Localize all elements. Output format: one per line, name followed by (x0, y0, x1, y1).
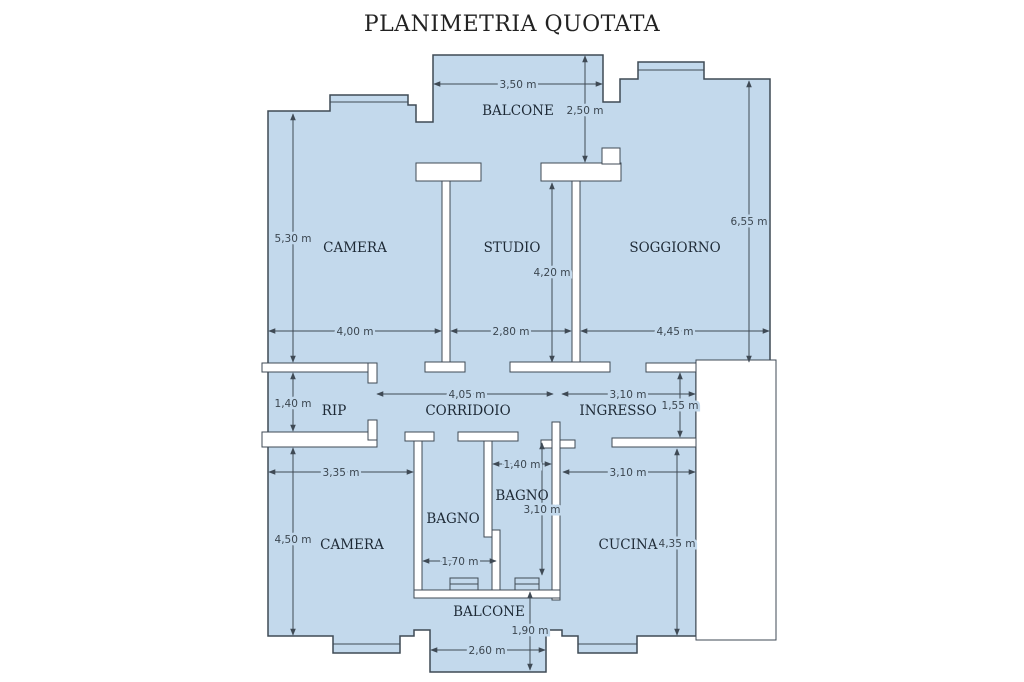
room-label-balcone-top: BALCONE (482, 103, 554, 119)
dim-label: 1,90 m (512, 625, 549, 637)
dim-label: 1,40 m (275, 398, 312, 410)
room-label-cucina: CUCINA (599, 537, 658, 553)
room-label-balcone-bottom: BALCONE (453, 604, 525, 620)
room-label-camera-bottom: CAMERA (320, 537, 384, 553)
dim-label: 3,10 m (524, 504, 561, 516)
dim-label: 4,50 m (275, 534, 312, 546)
walls (261, 147, 777, 641)
dim-label: 3,10 m (610, 467, 647, 479)
dim-label: 1,70 m (442, 556, 479, 568)
dim-label: 6,55 m (731, 216, 768, 228)
room-label-camera-top: CAMERA (323, 240, 387, 256)
dim-label: 2,50 m (567, 105, 604, 117)
dim-label: 4,20 m (534, 267, 571, 279)
dim-label: 4,05 m (449, 389, 486, 401)
dim-label: 2,80 m (493, 326, 530, 338)
dim-label: 1,40 m (504, 459, 541, 471)
room-label-bagno-left: BAGNO (426, 511, 479, 527)
dim-label: 4,35 m (659, 538, 696, 550)
dim-label: 4,00 m (337, 326, 374, 338)
dimension-lines (268, 55, 770, 671)
dim-label: 4,45 m (657, 326, 694, 338)
dim-label: 3,10 m (610, 389, 647, 401)
dim-label: 3,50 m (500, 79, 537, 91)
dim-label: 5,30 m (275, 233, 312, 245)
dim-label: 1,55 m (662, 400, 699, 412)
room-label-studio: STUDIO (484, 240, 541, 256)
room-label-bagno-right: BAGNO (495, 488, 548, 504)
room-label-corridoio: CORRIDOIO (425, 403, 510, 419)
dim-label: 3,35 m (323, 467, 360, 479)
room-label-soggiorno: SOGGIORNO (629, 240, 720, 256)
room-label-ingresso: INGRESSO (579, 403, 656, 419)
dim-label: 2,60 m (469, 645, 506, 657)
room-label-rip: RIP (322, 403, 347, 419)
plan-title: PLANIMETRIA QUOTATA (363, 12, 661, 37)
